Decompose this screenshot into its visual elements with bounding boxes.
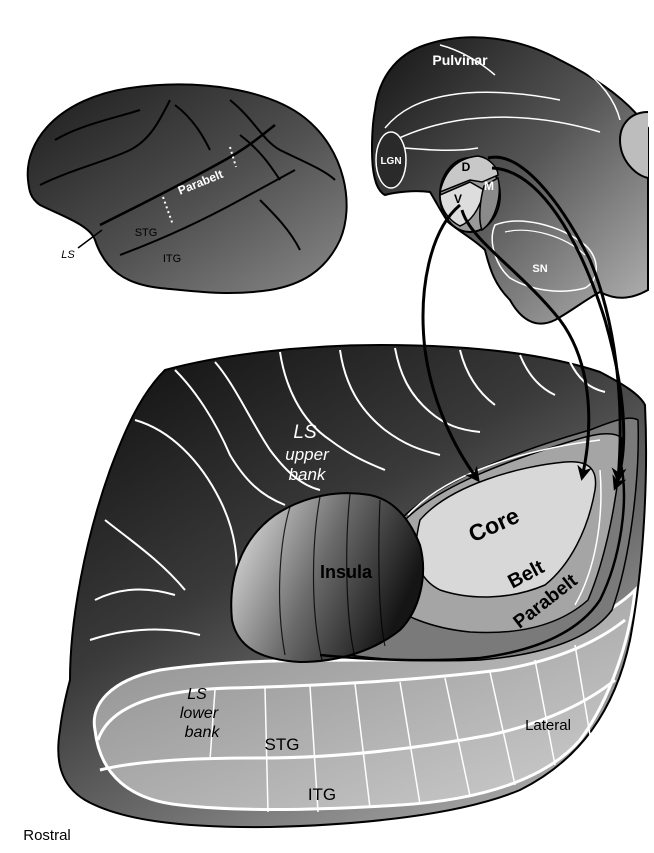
label-insula: Insula — [320, 562, 373, 582]
label-small-itg: ITG — [163, 253, 181, 265]
thalamus — [372, 37, 648, 323]
thalamus-outline — [372, 37, 648, 323]
label-ls-upper: LS — [293, 422, 317, 443]
label-rostral: Rostral — [23, 827, 71, 844]
label-lower-bank: bank — [185, 724, 221, 741]
label-d: D — [462, 160, 471, 174]
label-pulvinar: Pulvinar — [432, 52, 488, 68]
label-itg: ITG — [308, 785, 336, 804]
label-upper-bank: bank — [289, 465, 327, 484]
label-lateral: Lateral — [525, 717, 571, 734]
label-m: M — [484, 179, 494, 193]
label-upper: upper — [285, 445, 330, 464]
label-lgn: LGN — [380, 156, 401, 167]
label-lower: lower — [180, 705, 219, 722]
label-stg: STG — [265, 735, 300, 754]
label-v: V — [454, 192, 462, 206]
label-small-ls: LS — [61, 249, 75, 261]
label-sn: SN — [532, 263, 547, 275]
label-ls-lower: LS — [187, 686, 207, 703]
label-small-stg: STG — [135, 227, 158, 239]
